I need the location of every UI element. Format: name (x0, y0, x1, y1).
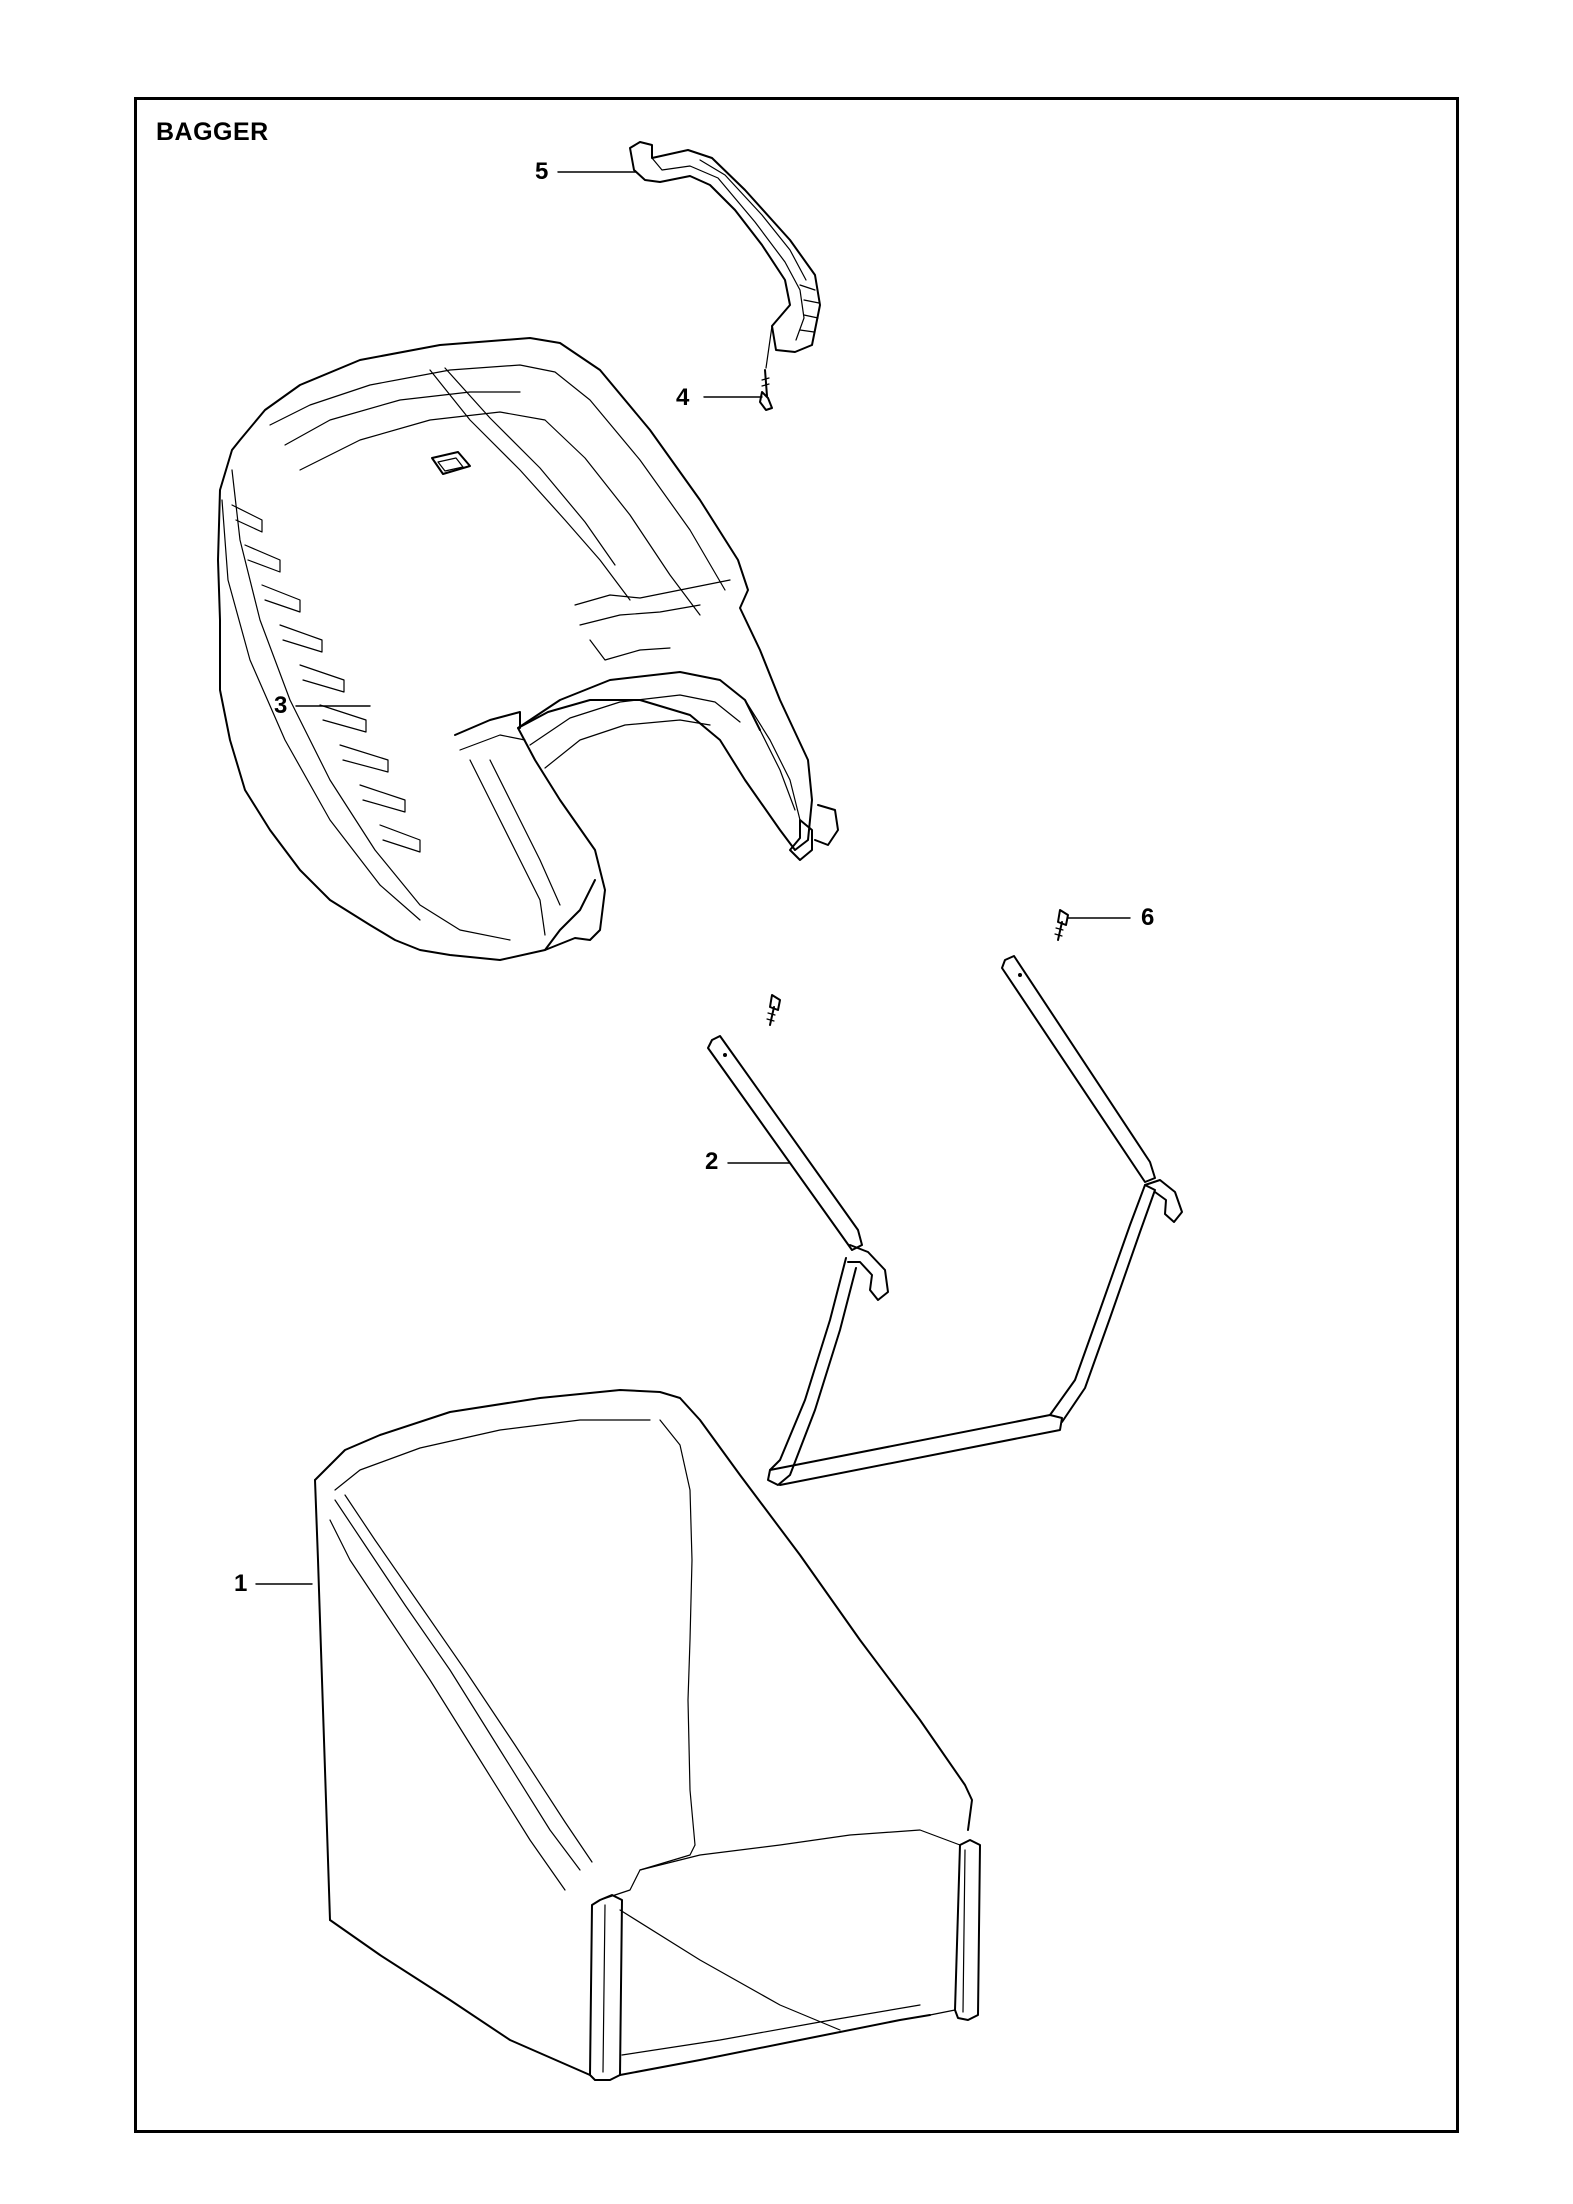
bag-frame-part (707, 955, 1183, 1486)
screw-part-4 (759, 369, 773, 411)
callout-4: 4 (676, 384, 690, 411)
bag-cover-part (217, 337, 839, 961)
screw-part-6 (1054, 909, 1069, 941)
drawing-frame (134, 97, 1459, 2133)
callout-6: 6 (1141, 904, 1155, 931)
callout-2: 2 (705, 1148, 719, 1175)
handle-part (629, 141, 821, 369)
callout-3: 3 (274, 692, 288, 719)
page-title: BAGGER (156, 118, 269, 146)
callout-1: 1 (234, 1570, 248, 1597)
callout-5: 5 (535, 158, 549, 185)
screw-part-6b (766, 994, 781, 1026)
bag-basket-part (314, 1389, 981, 2081)
